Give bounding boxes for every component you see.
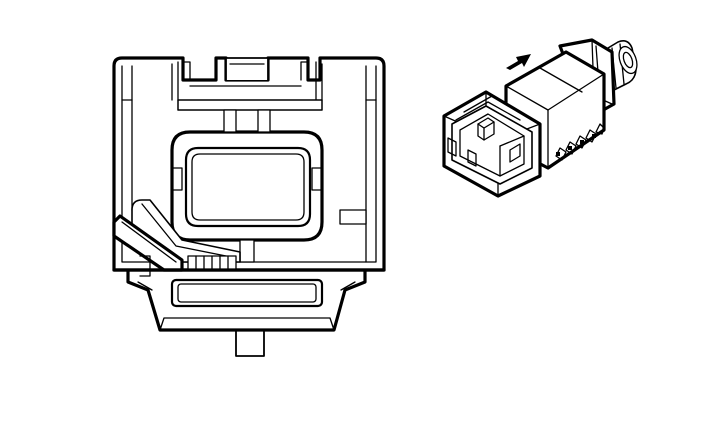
arrow-up-right-icon xyxy=(506,54,531,70)
